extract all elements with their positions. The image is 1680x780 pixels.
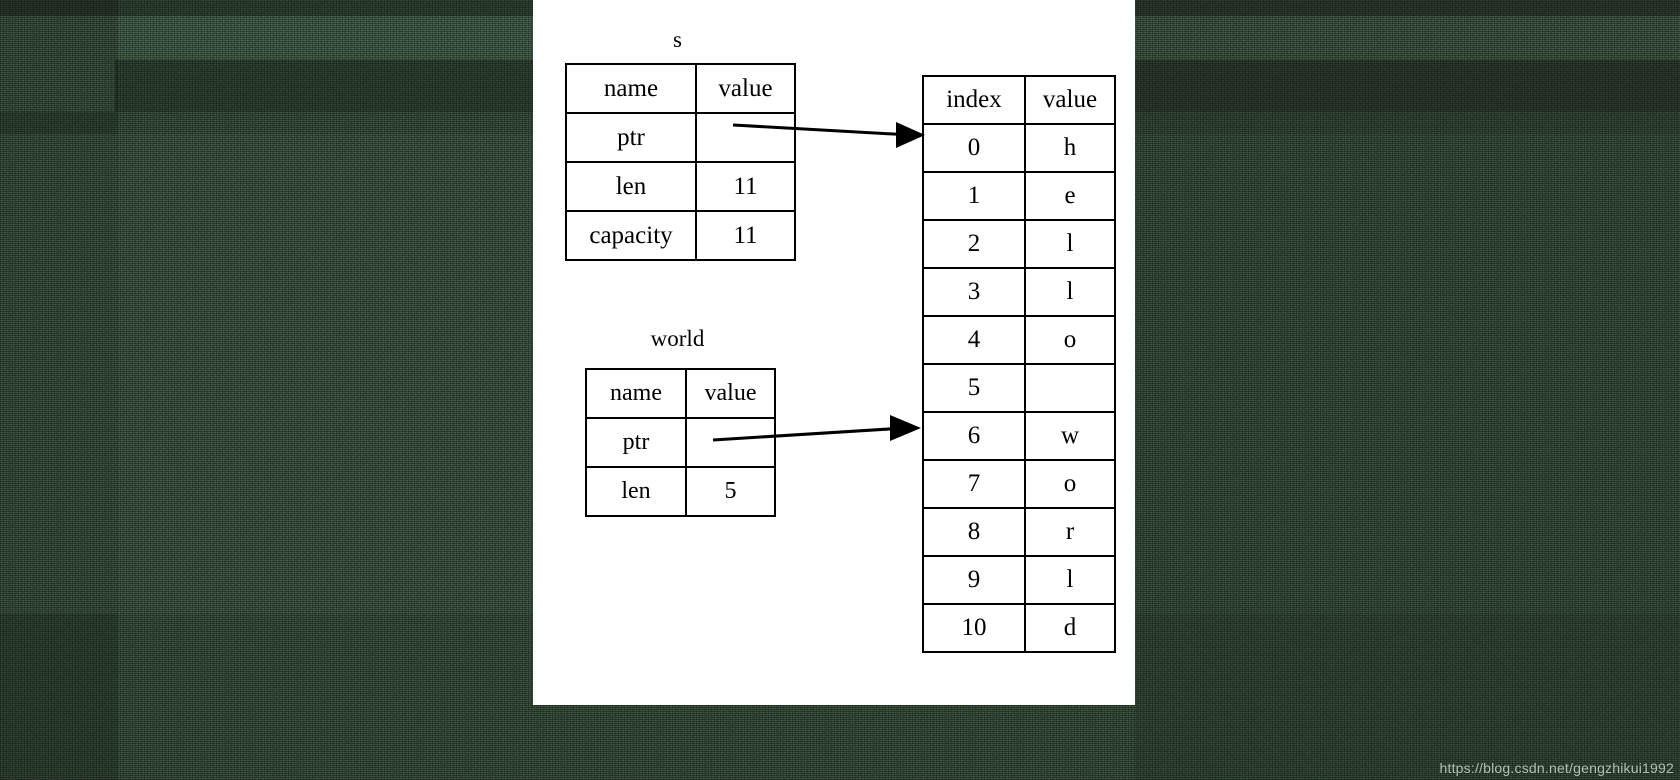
bytes-value-9: l bbox=[1024, 555, 1116, 605]
table-row: 0 h bbox=[922, 123, 1116, 173]
table-header-row: name value bbox=[585, 368, 776, 419]
watermark-text: https://blog.csdn.net/gengzhikui1992 bbox=[1439, 760, 1674, 776]
s-row-ptr-value bbox=[695, 112, 796, 163]
bytes-index-8: 8 bbox=[922, 507, 1026, 557]
bytes-value-1: e bbox=[1024, 171, 1116, 221]
table-row: 1 e bbox=[922, 171, 1116, 221]
table-header-row: index value bbox=[922, 75, 1116, 125]
s-row-capacity-value: 11 bbox=[695, 210, 796, 261]
table-row: 10 d bbox=[922, 603, 1116, 653]
background-band-left bbox=[0, 0, 118, 780]
bytes-value-6: w bbox=[1024, 411, 1116, 461]
bytes-index-9: 9 bbox=[922, 555, 1026, 605]
s-header-name: name bbox=[565, 63, 697, 114]
table-row: ptr bbox=[585, 417, 776, 468]
world-header-value: value bbox=[685, 368, 776, 419]
world-row-len-name: len bbox=[585, 466, 687, 517]
table-row: 9 l bbox=[922, 555, 1116, 605]
table-row: 2 l bbox=[922, 219, 1116, 269]
s-row-capacity-name: capacity bbox=[565, 210, 697, 261]
bytes-index-6: 6 bbox=[922, 411, 1026, 461]
table-row: 7 o bbox=[922, 459, 1116, 509]
table-row: 4 o bbox=[922, 315, 1116, 365]
s-row-len-name: len bbox=[565, 161, 697, 212]
s-ptr-arrow-icon bbox=[732, 122, 925, 148]
table-row: len 5 bbox=[585, 466, 776, 517]
table-row: 5 bbox=[922, 363, 1116, 413]
table-header-row: name value bbox=[565, 63, 796, 114]
bytes-index-0: 0 bbox=[922, 123, 1026, 173]
bytes-header-index: index bbox=[922, 75, 1026, 125]
bytes-value-0: h bbox=[1024, 123, 1116, 173]
world-struct-table: name value ptr len 5 bbox=[585, 368, 776, 517]
table-row: 3 l bbox=[922, 267, 1116, 317]
bytes-index-7: 7 bbox=[922, 459, 1026, 509]
table-row: ptr bbox=[565, 112, 796, 163]
bytes-index-2: 2 bbox=[922, 219, 1026, 269]
world-row-len-value: 5 bbox=[685, 466, 776, 517]
bytes-index-3: 3 bbox=[922, 267, 1026, 317]
bytes-value-3: l bbox=[1024, 267, 1116, 317]
table-row: capacity 11 bbox=[565, 210, 796, 261]
bytes-value-7: o bbox=[1024, 459, 1116, 509]
figure-panel: s name value ptr len 11 capacity 11 worl… bbox=[533, 0, 1135, 705]
bytes-value-10: d bbox=[1024, 603, 1116, 653]
bytes-header-value: value bbox=[1024, 75, 1116, 125]
s-row-len-value: 11 bbox=[695, 161, 796, 212]
table-row: 8 r bbox=[922, 507, 1116, 557]
bytes-value-5 bbox=[1024, 363, 1116, 413]
world-row-ptr-name: ptr bbox=[585, 417, 687, 468]
s-row-ptr-name: ptr bbox=[565, 112, 697, 163]
world-struct-label: world bbox=[650, 326, 705, 351]
bytes-array-table: index value 0 h 1 e 2 l 3 l 4 o bbox=[922, 75, 1116, 653]
world-header-name: name bbox=[585, 368, 687, 419]
bytes-index-4: 4 bbox=[922, 315, 1026, 365]
bytes-value-8: r bbox=[1024, 507, 1116, 557]
bytes-index-10: 10 bbox=[922, 603, 1026, 653]
background-block-right bbox=[1135, 0, 1680, 780]
s-header-value: value bbox=[695, 63, 796, 114]
bytes-index-1: 1 bbox=[922, 171, 1026, 221]
bytes-value-2: l bbox=[1024, 219, 1116, 269]
table-row: len 11 bbox=[565, 161, 796, 212]
table-row: 6 w bbox=[922, 411, 1116, 461]
world-row-ptr-value bbox=[685, 417, 776, 468]
s-struct-table: name value ptr len 11 capacity 11 bbox=[565, 63, 796, 261]
bytes-index-5: 5 bbox=[922, 363, 1026, 413]
s-struct-label: s bbox=[673, 27, 682, 52]
bytes-value-4: o bbox=[1024, 315, 1116, 365]
world-ptr-arrow-icon bbox=[712, 415, 921, 442]
